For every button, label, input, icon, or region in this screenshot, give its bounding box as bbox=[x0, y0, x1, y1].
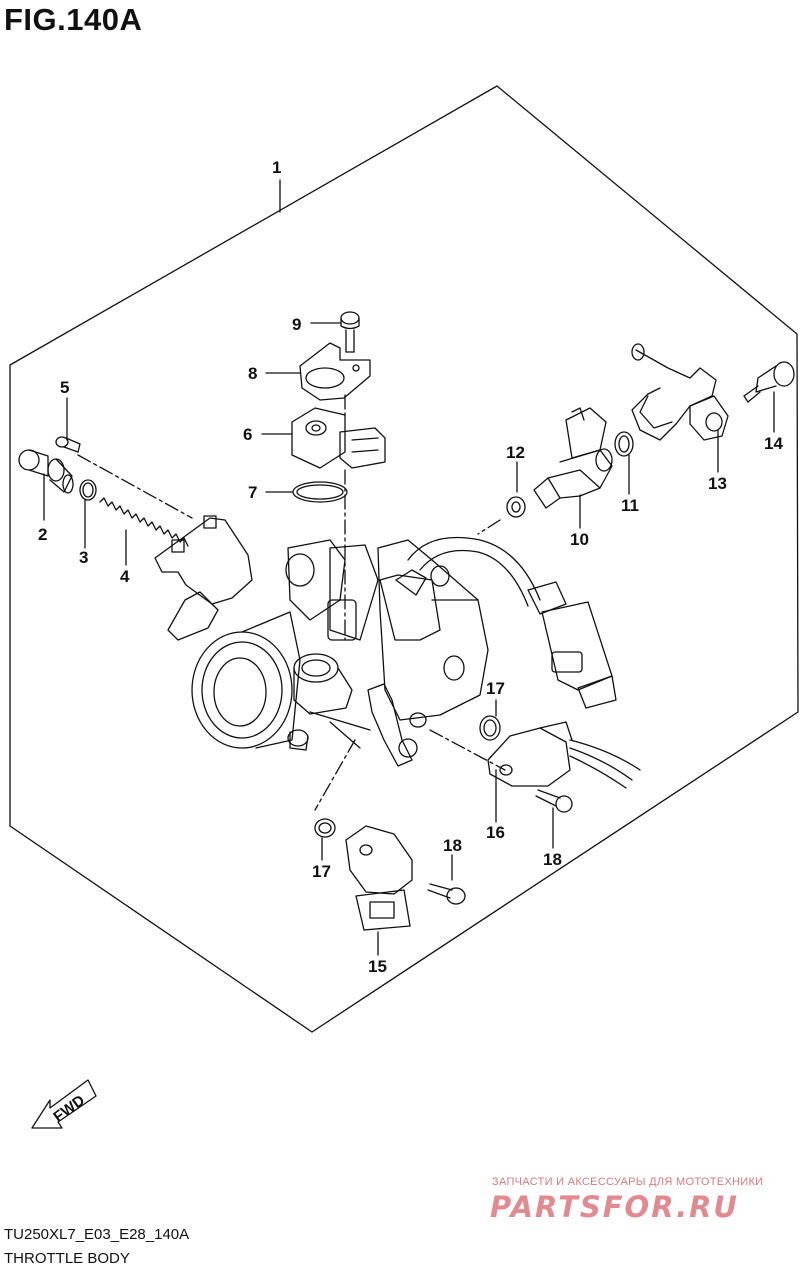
callout-7: 7 bbox=[248, 483, 257, 502]
callout-11: 11 bbox=[621, 496, 639, 515]
sensor-15 bbox=[345, 825, 413, 931]
callout-10: 10 bbox=[570, 530, 589, 549]
callout-15: 15 bbox=[368, 957, 387, 976]
callout-6: 6 bbox=[243, 425, 252, 444]
callout-14: 14 bbox=[764, 434, 783, 453]
o-ring-11-inner bbox=[618, 435, 630, 453]
figure-title: FIG.140A bbox=[4, 2, 143, 37]
washer-12 bbox=[506, 496, 526, 518]
fuel-injector-10 bbox=[533, 407, 613, 509]
fuel-pipe-13 bbox=[631, 343, 729, 441]
o-ring-3-inner bbox=[82, 482, 94, 498]
bolt-14 bbox=[743, 361, 795, 403]
o-ring-11 bbox=[614, 431, 634, 457]
callout-8: 8 bbox=[248, 364, 257, 383]
sensor-16 bbox=[487, 721, 641, 789]
o-ring-7-inner bbox=[296, 484, 344, 500]
callout-1: 1 bbox=[272, 158, 281, 177]
callout-4: 4 bbox=[120, 567, 130, 586]
callout-18-upper: 18 bbox=[543, 850, 562, 869]
retainer-plate-8 bbox=[299, 342, 371, 401]
watermark-logo: PARTSFOR.RU bbox=[490, 1190, 739, 1224]
throttle-position-sensor-6 bbox=[291, 407, 386, 469]
callout-17-upper: 17 bbox=[486, 679, 505, 698]
throttle-body-1 bbox=[154, 515, 489, 767]
group-name: THROTTLE BODY bbox=[4, 1250, 130, 1267]
washer-12-inner bbox=[511, 501, 521, 513]
o-ring-7 bbox=[292, 481, 348, 503]
wiring-harness bbox=[407, 536, 617, 709]
callout-17-lower: 17 bbox=[312, 862, 331, 881]
callout-18-lower: 18 bbox=[443, 836, 462, 855]
o-ring-17-lower-inner bbox=[318, 822, 332, 834]
assembly-boundary bbox=[9, 85, 799, 1033]
callout-labels: 1 2 3 4 5 6 7 8 9 10 11 12 13 14 15 16 1… bbox=[38, 158, 783, 1126]
callout-13: 13 bbox=[708, 474, 727, 493]
screw-5 bbox=[55, 436, 81, 453]
callout-3: 3 bbox=[79, 548, 88, 567]
callout-16: 16 bbox=[486, 823, 505, 842]
callout-2: 2 bbox=[38, 525, 47, 544]
bolt-18-upper bbox=[535, 789, 573, 813]
o-ring-17-lower bbox=[314, 818, 336, 838]
callout-9: 9 bbox=[292, 315, 301, 334]
screw-9 bbox=[340, 311, 360, 353]
adjusting-screw-2 bbox=[18, 449, 74, 494]
leader-lines bbox=[43, 179, 775, 956]
watermark-tagline: ЗАПЧАСТИ И АКСЕССУАРЫ ДЛЯ МОТОТЕХНИКИ bbox=[492, 1176, 764, 1188]
callout-5: 5 bbox=[60, 378, 69, 397]
o-ring-17-upper-inner bbox=[483, 719, 497, 737]
o-ring-3 bbox=[79, 479, 97, 501]
model-code: TU250XL7_E03_E28_140A bbox=[4, 1226, 190, 1243]
bolt-18-lower bbox=[427, 883, 466, 905]
o-ring-17-upper bbox=[479, 715, 501, 741]
assembly-paths bbox=[77, 394, 506, 811]
callout-12: 12 bbox=[506, 443, 525, 462]
spring-4 bbox=[99, 497, 189, 547]
fwd-arrow-icon bbox=[31, 1079, 97, 1129]
